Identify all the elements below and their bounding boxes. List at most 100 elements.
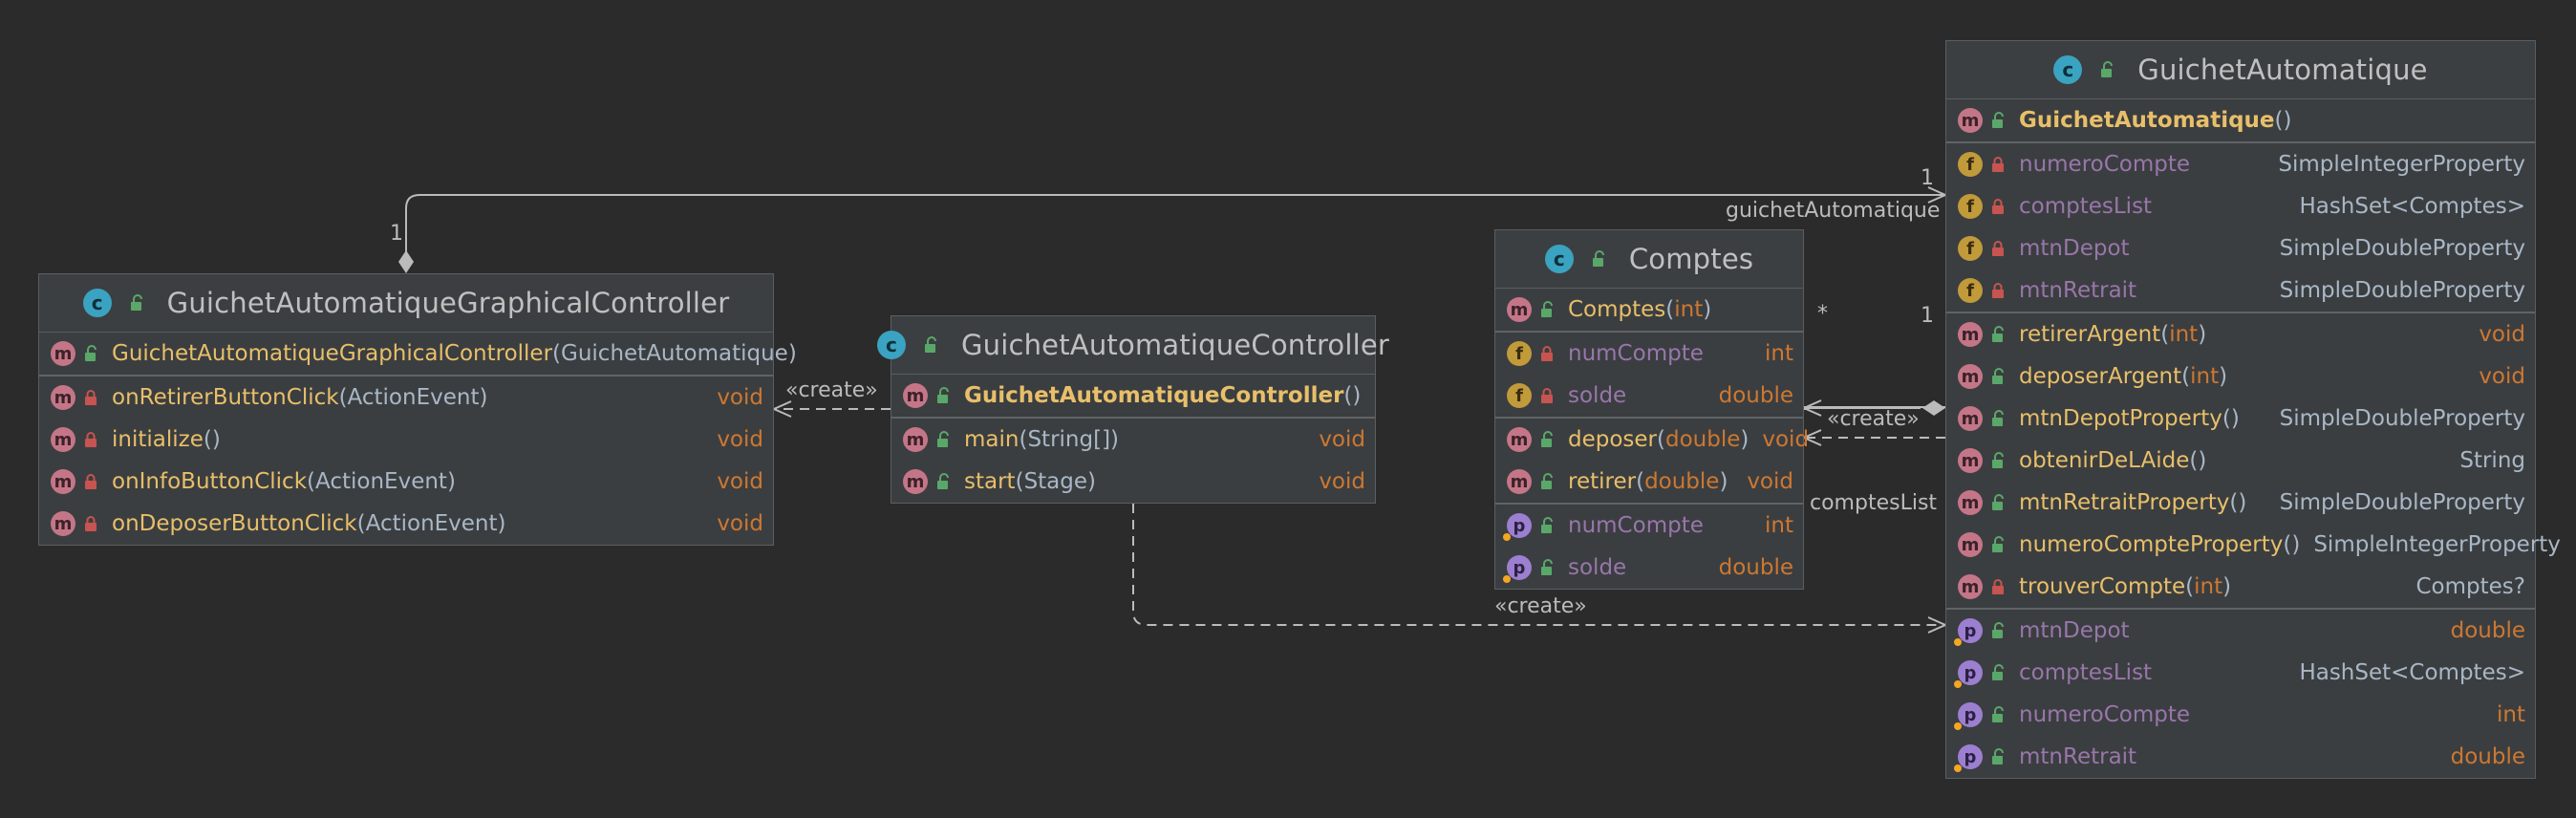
member-type: String xyxy=(2459,448,2525,473)
member-name: retirer xyxy=(1568,469,1637,494)
property-icon: p xyxy=(1954,660,1983,688)
member-params: int xyxy=(2190,364,2220,389)
member-name: onInfoButtonClick xyxy=(112,469,308,494)
member-name: mtnRetraitProperty xyxy=(2019,490,2230,515)
private-access-icon xyxy=(1990,578,2006,595)
member-name: onRetirerButtonClick xyxy=(112,385,339,410)
open-paren: ( xyxy=(2181,364,2191,389)
property-icon: p xyxy=(1954,744,1983,772)
public-access-icon xyxy=(1990,536,2006,553)
property-row[interactable]: p mtnRetrait double xyxy=(1946,736,2535,778)
member-name: numeroCompte xyxy=(2019,702,2191,727)
close-paren: ) xyxy=(2198,322,2207,347)
public-access-icon xyxy=(1990,664,2006,681)
method-icon: m xyxy=(51,341,75,366)
method-icon: m xyxy=(1958,532,1983,557)
close-paren: ) xyxy=(497,511,506,536)
public-access-icon xyxy=(1990,494,2006,511)
association-diamond xyxy=(1922,400,1945,416)
member-name: GuichetAutomatique xyxy=(2019,108,2275,133)
public-access-icon xyxy=(2099,61,2114,78)
open-paren: ( xyxy=(2274,108,2284,133)
public-access-icon xyxy=(935,387,951,404)
member-name: deposer xyxy=(1568,427,1658,452)
composition-source-multiplicity: 1 xyxy=(390,222,403,246)
public-access-icon xyxy=(1990,410,2006,427)
close-paren: ) xyxy=(787,341,797,366)
public-access-icon xyxy=(1990,622,2006,639)
open-paren: ( xyxy=(1019,427,1028,452)
comptes-source-multiplicity: * xyxy=(1817,302,1828,326)
method-icon: m xyxy=(1958,322,1983,347)
property-dot-icon xyxy=(1503,575,1511,583)
open-paren: ( xyxy=(2229,490,2239,515)
member-name: solde xyxy=(1568,383,1627,408)
private-access-icon xyxy=(1990,282,2006,299)
close-paren: ) xyxy=(479,385,488,410)
member-type: double xyxy=(2450,744,2525,769)
method-icon: m xyxy=(1507,469,1532,494)
property-dot-icon xyxy=(1954,680,1962,688)
member-name: mtnRetrait xyxy=(2019,744,2137,769)
create-label-ga-comptes: «create» xyxy=(1827,407,1920,431)
member-type: HashSet<Comptes> xyxy=(2299,660,2525,685)
close-paren: ) xyxy=(211,427,221,452)
close-paren: ) xyxy=(1740,427,1750,452)
open-paren: ( xyxy=(338,385,348,410)
public-access-icon xyxy=(129,294,144,312)
close-paren: ) xyxy=(2198,448,2207,473)
class-icon: c xyxy=(2053,55,2083,84)
class-name: GuichetAutomatiqueController xyxy=(960,329,1390,361)
create-label-gac-ga: «create» xyxy=(1494,594,1587,618)
create-arrowhead-gac-ga xyxy=(1927,616,1948,634)
open-paren: ( xyxy=(2222,406,2231,431)
member-name: onDeposerButtonClick xyxy=(112,511,357,536)
close-paren: ) xyxy=(2219,364,2228,389)
member-params: ActionEvent xyxy=(315,469,447,494)
close-paren: ) xyxy=(2222,574,2232,599)
class-name: GuichetAutomatiqueGraphicalController xyxy=(166,287,730,319)
open-paren: ( xyxy=(2283,532,2292,557)
member-name: start xyxy=(964,469,1016,494)
